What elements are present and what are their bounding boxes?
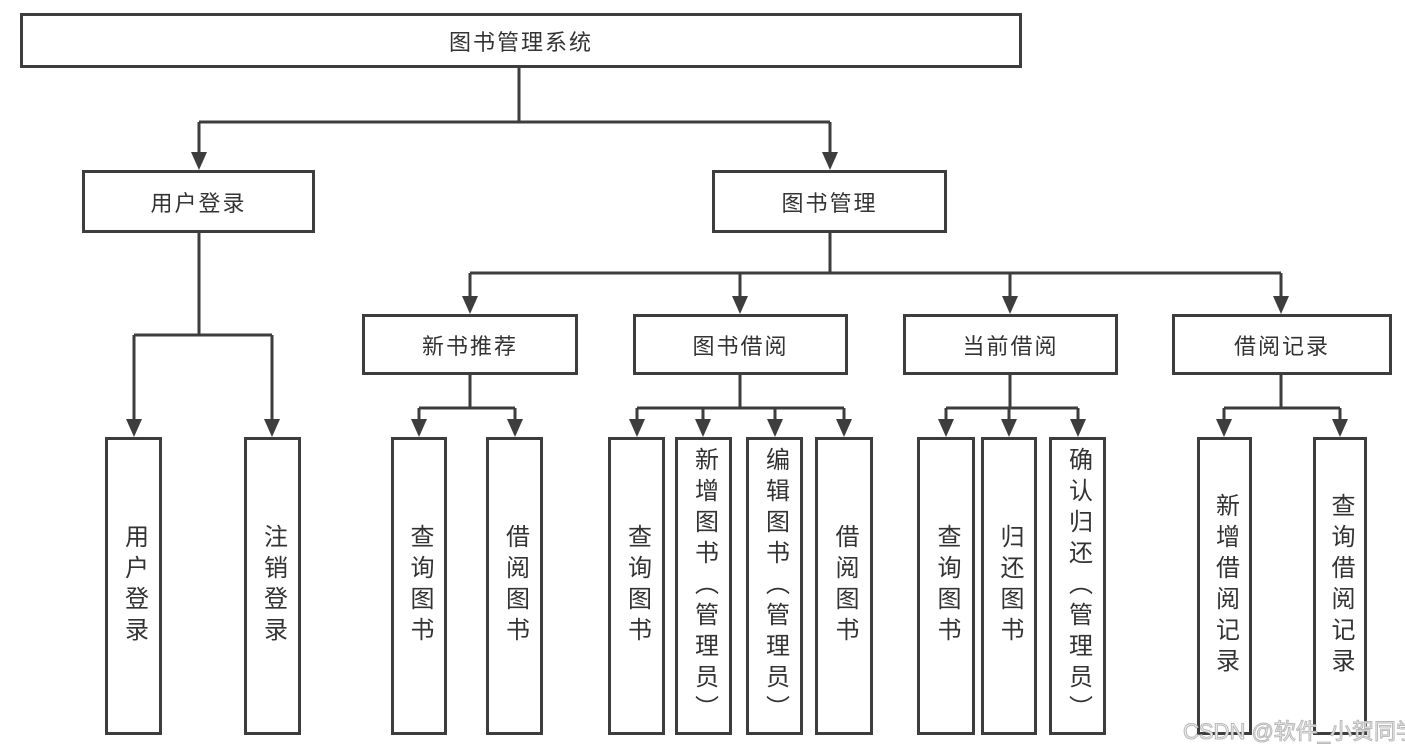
- leaf-return-book: 归还图书: [981, 437, 1037, 735]
- leaf-query-books-current: 查询图书: [917, 437, 975, 735]
- leaf-add-book-admin: 新增图书（管理员）: [675, 437, 732, 735]
- leaf-add-borrow-record: 新增借阅记录: [1197, 437, 1252, 735]
- node-book-borrowing: 图书借阅: [633, 314, 848, 375]
- leaf-edit-book-admin: 编辑图书（管理员）: [746, 437, 803, 735]
- leaf-logout: 注销登录: [244, 437, 301, 735]
- leaf-query-borrow-record: 查询借阅记录: [1313, 437, 1367, 735]
- leaf-borrow-books: 借阅图书: [815, 437, 873, 735]
- leaf-query-books-borrowing: 查询图书: [608, 437, 665, 735]
- leaf-confirm-return-admin: 确认归还（管理员）: [1049, 437, 1106, 735]
- leaf-query-books-recommend: 查询图书: [391, 437, 447, 735]
- node-borrowing-records: 借阅记录: [1172, 314, 1392, 375]
- leaf-borrow-books-recommend: 借阅图书: [486, 437, 543, 735]
- node-new-book-recommend: 新书推荐: [362, 314, 578, 375]
- node-current-borrowing: 当前借阅: [903, 314, 1118, 375]
- leaf-user-login: 用户登录: [105, 437, 162, 735]
- node-root-system: 图书管理系统: [20, 13, 1022, 68]
- node-user-login: 用户登录: [82, 170, 315, 233]
- node-book-management: 图书管理: [712, 170, 947, 233]
- csdn-watermark: CSDN @软件_小贺同学: [1182, 719, 1405, 745]
